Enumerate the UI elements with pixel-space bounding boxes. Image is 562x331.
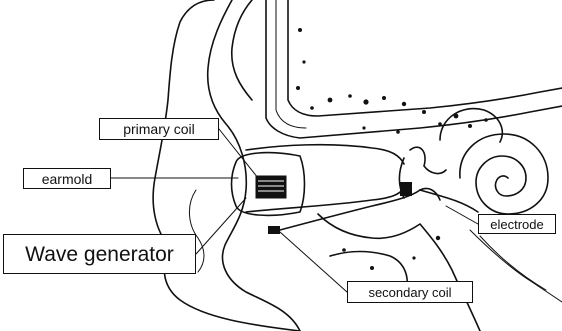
leader-wave-generator — [196, 198, 246, 254]
secondary-coil-label: secondary coil — [347, 281, 473, 303]
skull-outer-line — [266, 0, 562, 138]
wave-generator-label: Wave generator — [3, 234, 196, 274]
electrode-wire — [420, 190, 478, 212]
nerve-line-2 — [480, 236, 546, 290]
lower-bone-outline — [318, 214, 480, 331]
skull-edge-line — [276, 0, 306, 128]
pinna-outline — [153, 0, 300, 331]
pinna-inner-fold — [208, 0, 300, 331]
bone-texture — [296, 28, 488, 270]
primary-coil-label: primary coil — [99, 118, 219, 140]
leader-secondary-coil — [280, 232, 347, 292]
ear-canal-upper — [246, 145, 404, 164]
secondary-coil-block — [268, 226, 280, 234]
middle-ear-electrode-block — [400, 182, 412, 196]
electrode-label: electrode — [478, 214, 556, 234]
cochlea-spiral — [460, 134, 548, 214]
earmold-label: earmold — [23, 168, 111, 189]
pinna-helix — [232, 0, 252, 100]
primary-coil-block — [256, 176, 286, 198]
